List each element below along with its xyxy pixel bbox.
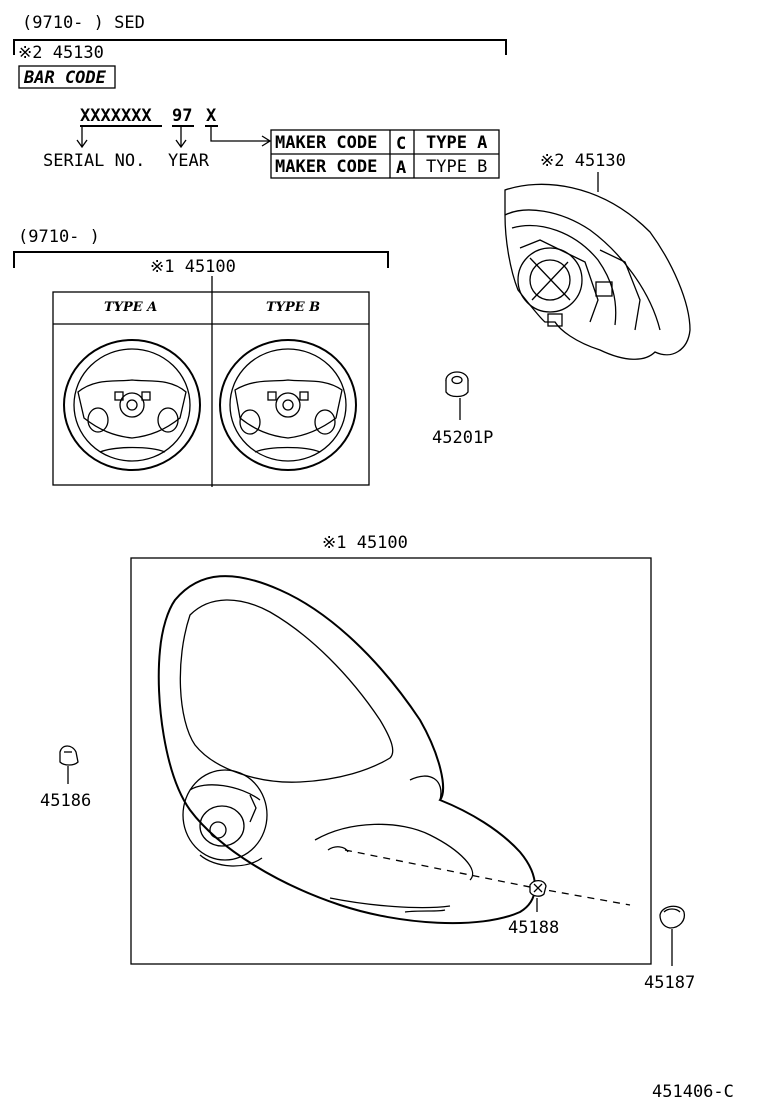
maker-code-table: MAKER CODE C TYPE A MAKER CODE A TYPE B	[270, 129, 500, 179]
types-date-range: (9710- )	[18, 227, 100, 247]
sed-date-range: (9710- ) SED	[22, 13, 145, 33]
serial-code: XXXXXXX	[80, 106, 152, 126]
maker-row-a-type: TYPE A	[426, 133, 487, 153]
year-arrow	[175, 127, 187, 149]
type-a-label: TYPE A	[104, 300, 157, 315]
type-b-label: TYPE B	[266, 300, 320, 315]
serial-label: SERIAL NO.	[43, 151, 145, 171]
maker-arrow	[210, 127, 272, 147]
type-b-wheel	[219, 339, 357, 471]
barcode-label: BAR CODE	[23, 68, 107, 88]
part-45188-label: 45188	[508, 918, 559, 938]
maker-row-a-code: C	[396, 134, 406, 154]
airbag-callout: ※2 45130	[540, 151, 626, 171]
main-wheel-frame	[130, 557, 652, 965]
year-code: 97	[172, 106, 192, 126]
main-wheel-callout: ※1 45100	[322, 533, 408, 553]
maker-row-b-label: MAKER CODE	[275, 157, 377, 177]
type-a-wheel	[63, 339, 201, 471]
airbag-pad-drawing	[504, 183, 691, 360]
maker-row-b-code: A	[396, 158, 406, 178]
header-part-note: ※2 45130	[18, 43, 104, 63]
part-45201p-label: 45201P	[432, 428, 493, 448]
part-45186-drawing	[59, 745, 79, 766]
barcode-label-box	[18, 65, 116, 89]
types-callout: ※1 45100	[150, 257, 236, 277]
part-45188-drawing	[529, 879, 547, 897]
maker-row-a-label: MAKER CODE	[275, 133, 377, 153]
header-bracket	[13, 39, 507, 55]
part-45187-label: 45187	[644, 973, 695, 993]
year-label: YEAR	[168, 151, 210, 171]
types-bracket	[13, 251, 389, 268]
main-wheel-drawing	[157, 575, 536, 925]
maker-row-b-type: TYPE B	[426, 157, 487, 177]
part-45186-label: 45186	[40, 791, 91, 811]
types-panel-frame	[52, 291, 370, 486]
figure-id: 451406-C	[652, 1082, 734, 1102]
part-45187-drawing	[659, 905, 686, 929]
maker-code-char: X	[206, 106, 217, 126]
part-45201p-drawing	[445, 371, 469, 398]
serial-arrow	[76, 127, 88, 149]
